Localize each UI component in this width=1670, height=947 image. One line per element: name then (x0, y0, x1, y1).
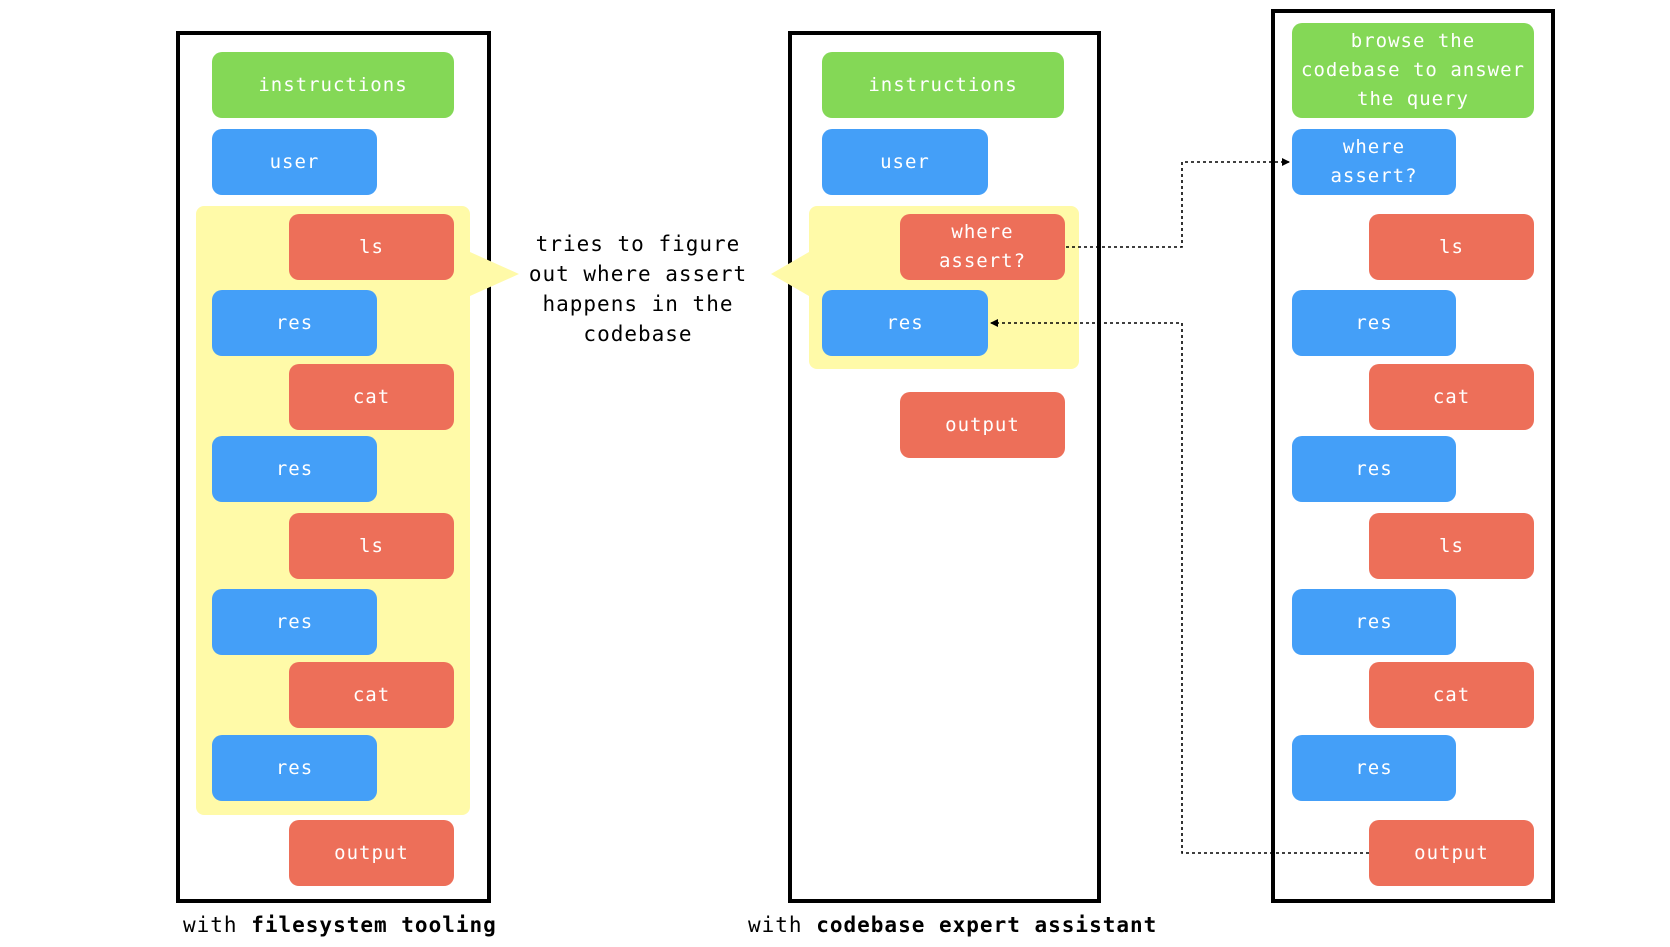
block-res: res (212, 290, 377, 356)
block-instructions: instructions (212, 52, 454, 118)
annotation-text: tries to figure out where assert happens… (528, 232, 748, 346)
block-ls: ls (289, 214, 454, 280)
block-cat: cat (289, 364, 454, 430)
block-res: res (1292, 436, 1456, 502)
block-res: res (1292, 290, 1456, 356)
block-res: res (212, 735, 377, 801)
block-cat: cat (1369, 662, 1534, 728)
caption-bold: filesystem tooling (251, 913, 497, 937)
block-res: res (1292, 589, 1456, 655)
arrow-query-to-assistant (1066, 158, 1290, 248)
block-res: res (1292, 735, 1456, 801)
block-where-assert: where assert? (900, 214, 1065, 280)
block-user: user (822, 129, 988, 195)
caption-bold: codebase expert assistant (816, 913, 1158, 937)
caption-filesystem-tooling: with filesystem tooling (183, 913, 497, 937)
block-ls: ls (1369, 513, 1534, 579)
block-cat: cat (1369, 364, 1534, 430)
block-browse-instructions: browse the codebase to answer the query (1292, 23, 1534, 118)
block-res: res (822, 290, 988, 356)
callout-pointer-left (470, 252, 519, 296)
block-output: output (1369, 820, 1534, 886)
block-where-assert: where assert? (1292, 129, 1456, 195)
block-cat: cat (289, 662, 454, 728)
block-res: res (212, 589, 377, 655)
arrow-output-to-res (990, 319, 1369, 854)
block-ls: ls (289, 513, 454, 579)
caption-prefix: with (183, 913, 252, 937)
block-user: user (212, 129, 377, 195)
block-output: output (900, 392, 1065, 458)
block-instructions: instructions (822, 52, 1064, 118)
block-res: res (212, 436, 377, 502)
caption-codebase-expert-assistant: with codebase expert assistant (748, 913, 1157, 937)
block-output: output (289, 820, 454, 886)
callout-pointer-right (771, 252, 809, 296)
block-ls: ls (1369, 214, 1534, 280)
caption-prefix: with (748, 913, 817, 937)
